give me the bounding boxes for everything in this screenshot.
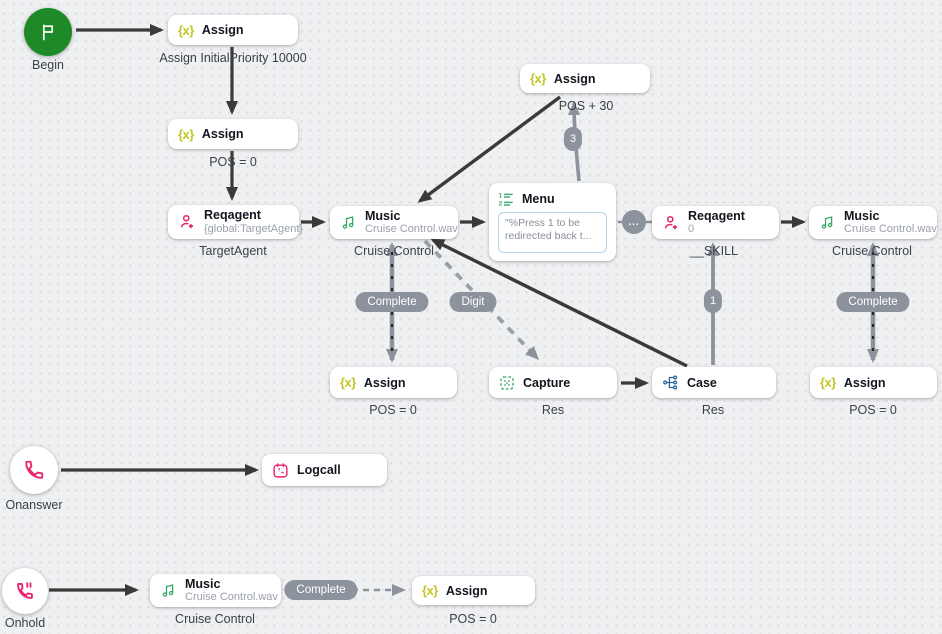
node-caption: Cruise Control [175, 612, 255, 626]
node-assign-4[interactable]: {x} Assign [810, 367, 937, 398]
event-onanswer-label: Onanswer [5, 498, 63, 512]
event-begin-label: Begin [32, 58, 64, 72]
node-title: Reqagent [204, 208, 261, 223]
music-icon [160, 582, 177, 599]
node-capture[interactable]: Capture [489, 367, 617, 398]
node-title: Assign [363, 375, 406, 390]
edge-assigntop-music1[interactable] [417, 95, 562, 203]
node-title: Music [185, 576, 221, 591]
phone-hold-icon [14, 580, 36, 602]
event-onhold[interactable] [2, 568, 48, 614]
branch-icon [662, 374, 679, 391]
node-title: Assign [201, 127, 244, 141]
logcall-icon [272, 462, 289, 479]
node-music-3[interactable]: Music Cruise Control.wav [150, 574, 281, 607]
node-caption: TargetAgent [199, 244, 267, 258]
node-subtitle: Cruise Control.wav [365, 223, 458, 236]
node-assign-3[interactable]: {x} Assign [330, 367, 457, 398]
node-assign-5[interactable]: {x} Assign [412, 576, 535, 605]
node-assign-1[interactable]: {x} Assign [168, 15, 298, 45]
node-subtitle: Cruise Control.wav [185, 591, 278, 604]
node-subtitle: {global:TargetAgent} [204, 222, 304, 235]
assign-icon: {x} [820, 375, 836, 390]
svg-text:1: 1 [499, 193, 503, 200]
node-title: Music [844, 208, 880, 223]
edge-badge-3[interactable]: 3 [563, 127, 583, 151]
node-caption: POS = 0 [369, 403, 417, 417]
node-music-1[interactable]: Music Cruise Control.wav [330, 206, 458, 239]
node-case[interactable]: Case [652, 367, 776, 398]
node-reqagent-1[interactable]: Reqagent {global:TargetAgent} [168, 205, 303, 239]
edge-badge-complete[interactable]: Complete [355, 292, 429, 312]
phone-icon [23, 459, 45, 481]
node-title: Reqagent [688, 208, 745, 223]
node-caption: Cruise Control [832, 244, 912, 258]
node-caption: POS = 0 [449, 612, 497, 626]
reqagent-icon [178, 213, 196, 231]
node-assign-top[interactable]: {x} Assign [520, 64, 650, 93]
node-caption: __SKILL [690, 244, 738, 258]
node-caption: POS = 0 [209, 155, 257, 169]
capture-icon [499, 375, 515, 391]
node-reqagent-2[interactable]: Reqagent 0 [652, 206, 779, 239]
node-title: Assign [843, 375, 886, 390]
node-title: Assign [201, 23, 244, 37]
node-assign-2[interactable]: {x} Assign [168, 119, 298, 149]
event-begin[interactable] [24, 8, 72, 56]
node-subtitle: 0 [688, 223, 695, 236]
node-caption: POS + 30 [558, 99, 614, 113]
node-caption: Res [701, 403, 725, 417]
node-caption: POS = 0 [849, 403, 897, 417]
menu-prompt[interactable]: "%Press 1 to be redirected back t... [498, 212, 607, 253]
svg-text:2: 2 [499, 201, 503, 207]
assign-icon: {x} [340, 375, 356, 390]
node-title: Music [365, 208, 401, 223]
flag-icon [38, 22, 58, 42]
music-icon [819, 214, 836, 231]
node-title: Assign [445, 583, 488, 598]
node-logcall[interactable]: Logcall [262, 454, 387, 486]
node-caption: Cruise Control [354, 244, 434, 258]
assign-icon: {x} [422, 583, 438, 598]
node-subtitle: Cruise Control.wav [844, 223, 937, 236]
node-title: Capture [523, 375, 571, 390]
menu-options-badge[interactable]: ... [622, 210, 646, 234]
node-title: Assign [553, 71, 596, 86]
edge-badge-digit[interactable]: Digit [449, 292, 497, 312]
assign-icon: {x} [530, 71, 546, 86]
node-caption: Res [541, 403, 565, 417]
edge-badge-complete[interactable]: Complete [284, 580, 358, 600]
edge-badge-1[interactable]: 1 [703, 289, 723, 313]
node-title: Menu [522, 192, 555, 206]
edge-badge-complete[interactable]: Complete [836, 292, 910, 312]
event-onanswer[interactable] [10, 446, 58, 494]
event-onhold-label: Onhold [4, 616, 46, 630]
reqagent-icon [662, 214, 680, 232]
node-title: Case [687, 375, 717, 390]
node-music-2[interactable]: Music Cruise Control.wav [809, 206, 937, 239]
assign-icon: {x} [178, 126, 194, 142]
edge-case-music1[interactable] [430, 238, 688, 368]
music-icon [340, 214, 357, 231]
node-caption: Assign InitialPriority 10000 [159, 51, 307, 65]
node-title: Logcall [297, 463, 341, 477]
assign-icon: {x} [178, 22, 194, 38]
